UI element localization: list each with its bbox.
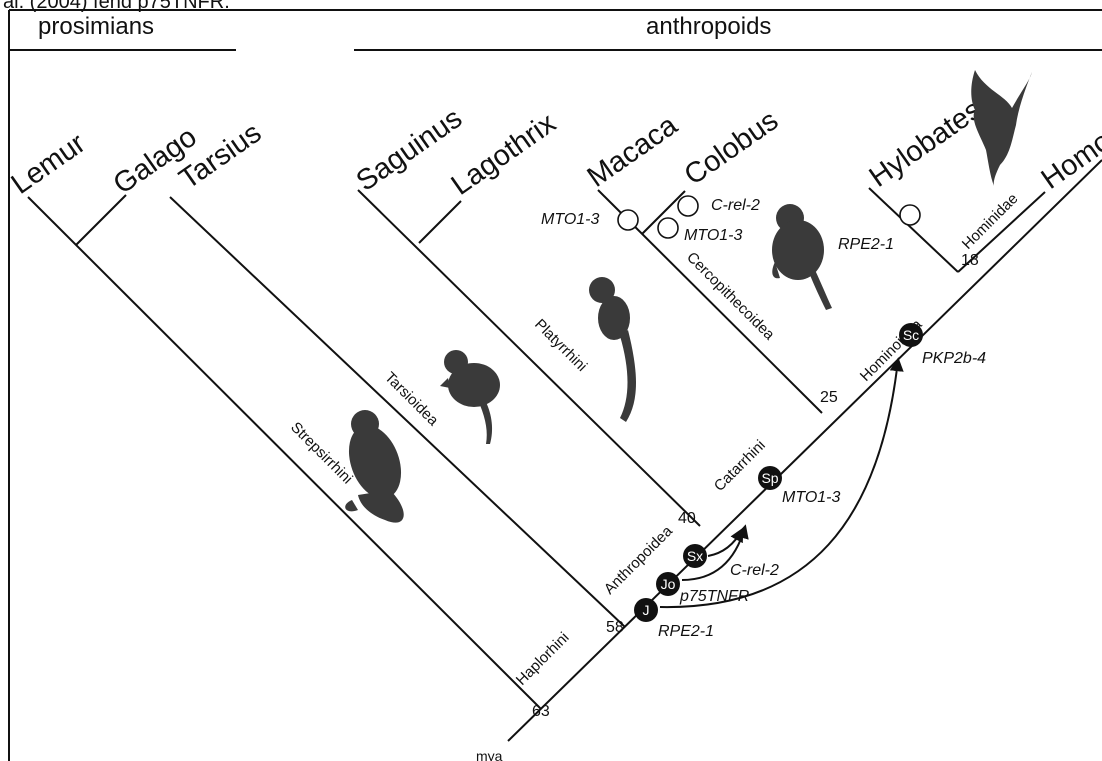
- taxon-label-lagothrix: Lagothrix: [446, 107, 562, 202]
- marker-j-label: J: [643, 602, 650, 618]
- open-circle-macaca: [618, 210, 638, 230]
- node-age-haplorhini: 63: [532, 703, 550, 720]
- open-circle-hylobates: [900, 205, 920, 225]
- branch-galago: [76, 195, 126, 245]
- clade-label-tarsioidea: Tarsioidea: [381, 369, 442, 430]
- marker-sp-label: Sp: [761, 470, 778, 486]
- open-circle-colobus-upper: [678, 196, 698, 216]
- marker-sx-label: Sx: [687, 548, 703, 564]
- marker-jo-label: Jo: [661, 576, 676, 592]
- gene-label-p75tnfr-jo: p75TNFR: [679, 588, 750, 605]
- clade-label-catarrhini: Catarrhini: [711, 437, 769, 495]
- branch-lagothrix: [419, 201, 461, 243]
- arrow-sx: [708, 530, 742, 556]
- taxon-label-homo: Homo: [1036, 125, 1102, 196]
- clade-label-haplorhini: Haplorhini: [513, 629, 573, 689]
- gene-label-mto1-3-colobus: MTO1-3: [684, 227, 742, 244]
- lemur-silhouette-icon: [339, 410, 410, 523]
- branch-hylobates: [869, 188, 958, 272]
- gene-label-c-rel-2-colobus: C-rel-2: [711, 197, 760, 214]
- clade-label-cercopithecoidea: Cercopithecoidea: [683, 249, 778, 344]
- branch-lemur: [28, 197, 541, 709]
- gene-label-pkp2b-4-sc: PKP2b-4: [922, 350, 986, 367]
- gibbon-silhouette-icon: [971, 70, 1032, 186]
- open-circle-colobus-lower: [658, 218, 678, 238]
- gene-label-c-rel-2-sx: C-rel-2: [730, 562, 779, 579]
- gene-label-mto1-3-sp: MTO1-3: [782, 489, 840, 506]
- tarsier-silhouette-icon: [440, 350, 500, 444]
- node-age-cercopithecoidea: 25: [820, 389, 838, 406]
- taxon-label-macaca: Macaca: [582, 109, 684, 194]
- node-age-hominidae: 18: [961, 252, 979, 269]
- node-age-catarrhini: 40: [678, 510, 696, 527]
- node-age-anthropoidea: 58: [606, 619, 624, 636]
- gene-label-rpe2-1-j: RPE2-1: [658, 623, 714, 640]
- axis-label-mya: mya: [476, 748, 503, 761]
- branch-tarsius: [170, 197, 625, 627]
- colobus-silhouette-icon: [772, 204, 832, 310]
- clade-label-strepsirrhini: Strepsirrhini: [287, 419, 356, 488]
- taxon-label-hylobates: Hylobates: [864, 94, 988, 194]
- clade-label-platyrrhini: Platyrrhini: [531, 316, 590, 375]
- monkey-silhouette-icon: [589, 277, 636, 422]
- gene-label-mto1-3-macaca: MTO1-3: [541, 211, 599, 228]
- group-label-prosimians: prosimians: [38, 13, 154, 40]
- taxon-label-colobus: Colobus: [679, 104, 785, 191]
- taxon-label-lemur: Lemur: [6, 127, 92, 201]
- gene-label-rpe2-1-hylobates: RPE2-1: [838, 236, 894, 253]
- group-label-anthropoids: anthropoids: [646, 13, 771, 40]
- marker-sc-label: Sc: [903, 327, 919, 343]
